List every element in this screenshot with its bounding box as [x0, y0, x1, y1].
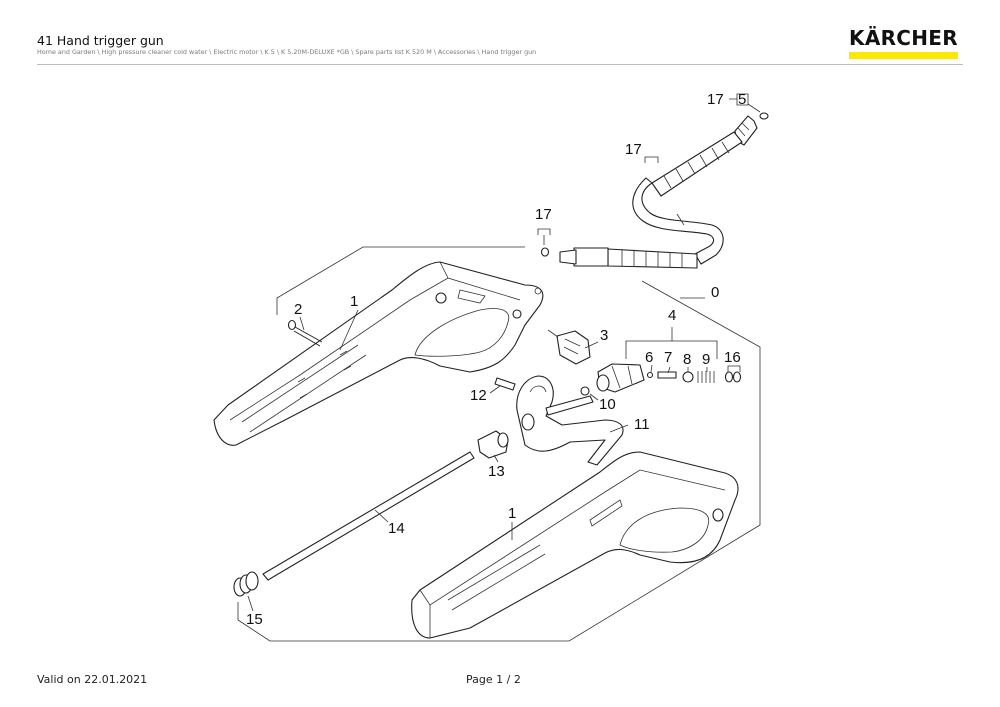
label-1-lower: 1	[508, 505, 516, 522]
housing-half-left	[213, 261, 544, 446]
label-9: 9	[702, 351, 710, 368]
label-5: 5	[738, 91, 746, 108]
valve-housing-part	[596, 363, 645, 393]
valid-date: Valid on 22.01.2021	[37, 673, 148, 686]
label-0: 0	[711, 284, 719, 301]
group-bracket-17-mid	[644, 156, 659, 163]
label-15: 15	[246, 611, 263, 628]
screw-part	[287, 319, 323, 347]
brand-logo: KÄRCHER	[849, 27, 958, 60]
housing-half-right	[411, 451, 739, 639]
group-bracket-4	[625, 327, 718, 359]
hose-assembly	[540, 112, 769, 269]
part-labels: 0 1 1 2 3 4 5 6 7 8 9 10 11 12 13 14 15 …	[246, 91, 746, 628]
breadcrumb[interactable]: Home and Garden \ High pressure cleaner …	[37, 48, 537, 56]
brand-logo-text: KÄRCHER	[849, 26, 958, 50]
label-7: 7	[664, 349, 672, 366]
label-17-top: 17	[707, 91, 724, 108]
label-2: 2	[294, 301, 302, 318]
assembly-outline	[237, 246, 761, 642]
trigger-part	[516, 375, 624, 466]
header-divider	[37, 64, 963, 65]
label-17-mid: 17	[625, 141, 642, 158]
label-4: 4	[668, 307, 676, 324]
pin-part	[494, 377, 516, 391]
group-bracket-17-top	[729, 93, 761, 113]
label-12: 12	[470, 387, 487, 404]
brand-logo-stripe	[849, 52, 958, 59]
label-16: 16	[724, 349, 741, 366]
connector-part	[547, 329, 591, 365]
label-6: 6	[645, 349, 653, 366]
group-bracket-17-left	[537, 228, 551, 245]
group-bracket-16	[727, 365, 741, 372]
rod-part	[262, 451, 475, 581]
leader-lines	[247, 309, 708, 612]
valve-small-parts	[646, 371, 742, 383]
page-number: Page 1 / 2	[466, 673, 521, 686]
label-14: 14	[388, 520, 405, 537]
label-3: 3	[600, 327, 608, 344]
page-title: 41 Hand trigger gun	[37, 33, 164, 48]
label-10: 10	[599, 396, 616, 413]
label-1-upper: 1	[350, 293, 358, 310]
label-13: 13	[488, 463, 505, 480]
o-ring-part	[580, 386, 599, 401]
label-11: 11	[634, 416, 650, 433]
spring-part	[233, 571, 259, 597]
sleeve-part	[477, 430, 509, 459]
label-8: 8	[683, 351, 691, 368]
label-17-left: 17	[535, 206, 552, 223]
